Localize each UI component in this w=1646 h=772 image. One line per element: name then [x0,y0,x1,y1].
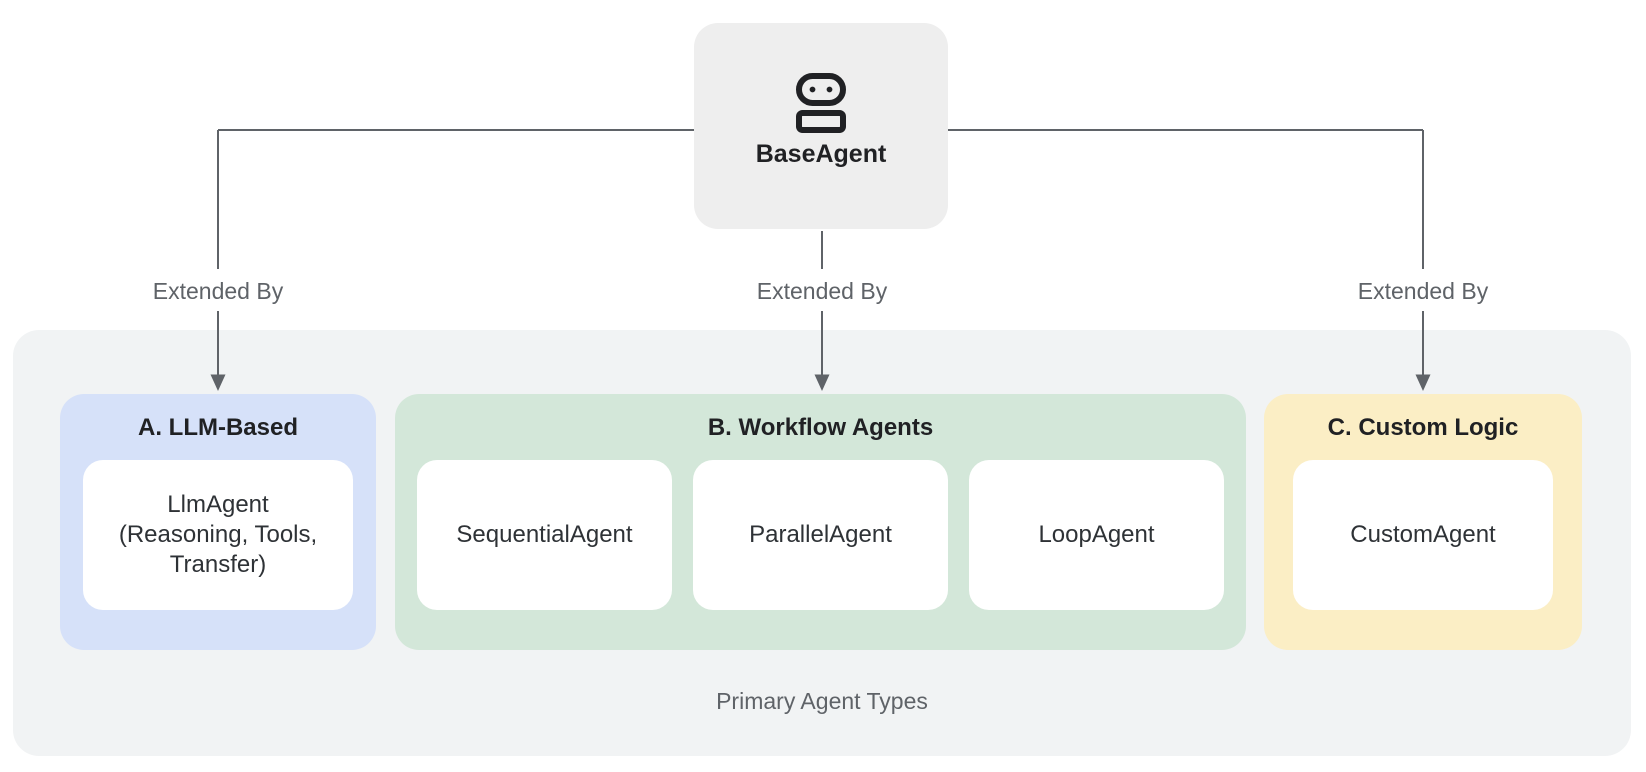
agent-card-llmagent-label: LlmAgent (Reasoning, Tools, Transfer) [97,490,339,580]
group-llm-based-title: A. LLM-Based [137,414,298,441]
edge-label-right: Extended By [1357,278,1489,304]
agent-card-llmagent: LlmAgent (Reasoning, Tools, Transfer) [83,460,353,610]
arrowhead-middle-icon [814,374,830,391]
agent-card-customagent-label: CustomAgent [1350,521,1496,548]
group-custom-logic: C. Custom Logic CustomAgent [1264,394,1582,650]
group-custom-logic-title: C. Custom Logic [1327,414,1519,441]
group-workflow-agents: B. Workflow Agents SequentialAgent Paral… [395,394,1246,650]
group-workflow-agents-title: B. Workflow Agents [707,414,934,441]
edge-label-left: Extended By [152,278,284,304]
robot-icon [796,73,846,133]
agent-card-customagent: CustomAgent [1293,460,1553,610]
arrowhead-right-icon [1415,374,1431,391]
agent-card-parallelagent-label: ParallelAgent [749,521,892,548]
agent-card-sequentialagent-label: SequentialAgent [456,521,633,548]
agent-card-loopagent-label: LoopAgent [1038,521,1155,548]
llmagent-line-1: LlmAgent [167,491,269,518]
llmagent-line-2: (Reasoning, Tools, Transfer) [118,521,318,578]
group-workflow-agents-cards: SequentialAgent ParallelAgent LoopAgent [395,460,1246,610]
base-agent-node: BaseAgent [694,23,948,229]
agent-card-parallelagent: ParallelAgent [693,460,948,610]
arrowhead-left-icon [210,374,226,391]
group-custom-logic-cards: CustomAgent [1264,460,1582,610]
group-llm-based-cards: LlmAgent (Reasoning, Tools, Transfer) [60,460,376,610]
group-llm-based: A. LLM-Based LlmAgent (Reasoning, Tools,… [60,394,376,650]
agent-card-sequentialagent: SequentialAgent [417,460,672,610]
agent-card-loopagent: LoopAgent [969,460,1224,610]
container-caption: Primary Agent Types [716,688,928,714]
base-agent-label: BaseAgent [755,140,887,168]
edge-label-middle: Extended By [756,278,888,304]
